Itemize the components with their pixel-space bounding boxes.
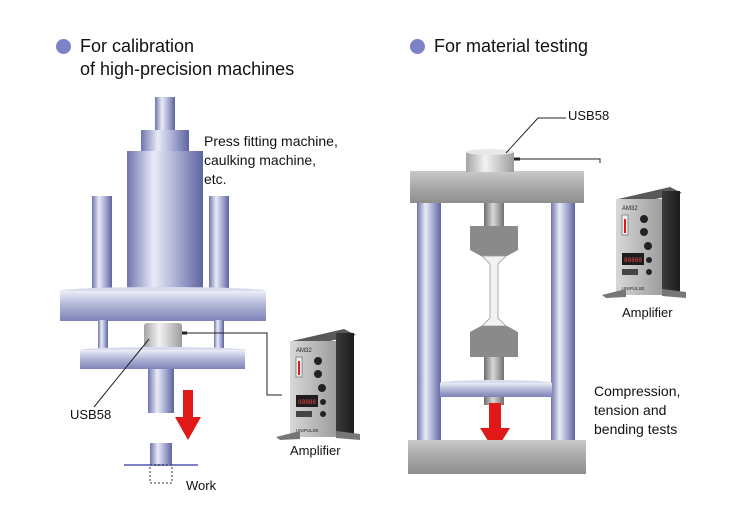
work-label: Work: [186, 478, 217, 493]
right-heading: For material testing: [434, 36, 589, 56]
bullet-dot-left: [56, 39, 71, 54]
test-label-line2: tension and: [594, 402, 667, 418]
svg-text:AM32: AM32: [622, 206, 638, 212]
machine-label-line1: Press fitting machine,: [204, 133, 338, 149]
test-label-line1: Compression,: [594, 383, 681, 399]
down-arrow-icon-right: [489, 403, 501, 429]
left-sensor-label: USB58: [70, 407, 112, 422]
machine-label-line3: etc.: [204, 171, 227, 187]
left-heading-line1: For calibration: [80, 36, 195, 56]
right-sensor-label: USB58: [568, 108, 610, 123]
svg-text:AM32: AM32: [296, 348, 312, 354]
svg-text:UNIPULSE: UNIPULSE: [622, 286, 645, 291]
svg-text:UNIPULSE: UNIPULSE: [296, 428, 319, 433]
bullet-dot-right: [410, 39, 425, 54]
svg-text:88888: 88888: [624, 257, 642, 264]
machine-label-line2: caulking machine,: [204, 152, 317, 168]
svg-text:88888: 88888: [298, 399, 316, 406]
load-cell-icon: [144, 323, 182, 349]
left-heading-line2: of high-precision machines: [80, 59, 295, 79]
down-arrow-icon: [183, 390, 193, 418]
testing-frame: [408, 117, 601, 474]
amplifier-unit-right: AM32 88888 UNIPULSE: [602, 187, 686, 298]
right-amplifier-label: Amplifier: [622, 305, 673, 320]
load-cell-icon-right: [466, 152, 514, 172]
left-amplifier-label: Amplifier: [290, 443, 341, 458]
amplifier-unit-left: AM32 88888 UNIPULSE: [276, 329, 360, 440]
press-machine: [60, 97, 282, 484]
test-label-line3: bending tests: [594, 421, 678, 437]
